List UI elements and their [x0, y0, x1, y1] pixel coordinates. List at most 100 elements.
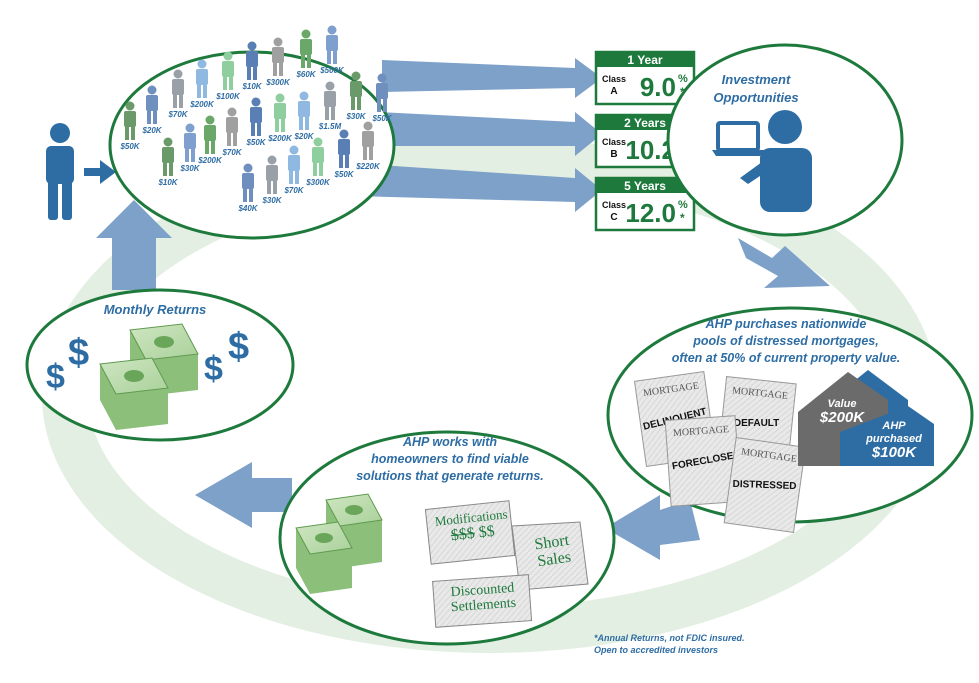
- dollar-sign-4: $: [228, 326, 250, 368]
- investor-figure: $70K: [283, 145, 305, 195]
- investor-figure: $1.5M: [318, 81, 342, 131]
- class-letter: A: [610, 86, 617, 97]
- arrow-to-monthly: [195, 462, 292, 528]
- investor-figure: $300K: [265, 37, 291, 87]
- mod-old: $$$: [450, 524, 476, 545]
- investor-amount: $50K: [333, 170, 354, 179]
- mortgage-header: MORTGAGE: [673, 424, 730, 439]
- arrow-to-works: [605, 495, 700, 560]
- investor-amount: $500K: [319, 66, 345, 75]
- class-letter: C: [610, 212, 617, 223]
- dollar-sign-1: $: [46, 358, 65, 396]
- investor-amount: $50K: [371, 114, 392, 123]
- investor-crowd: $50K$20K$70K$200K$100K$10K$300K$60K$500K…: [119, 25, 393, 213]
- cash-stack-works: [295, 493, 383, 594]
- investor-figure: $70K: [167, 69, 189, 119]
- discounted-note: [432, 574, 533, 628]
- investment-title: Investment Opportunities: [696, 71, 816, 107]
- class-term: 5 Years: [624, 179, 666, 193]
- investor-figure: $30K: [179, 123, 201, 173]
- investor-amount: $70K: [221, 148, 242, 157]
- mod-new: $$: [477, 522, 496, 542]
- works-line2: homeowners to find viable: [371, 452, 529, 466]
- class-rate: 9.0: [640, 72, 676, 102]
- class-rate: 12.0: [625, 198, 676, 228]
- dollar-sign-3: $: [204, 350, 223, 388]
- purchase-line3: often at 50% of current property value.: [671, 351, 901, 365]
- class-letter: B: [610, 149, 617, 160]
- investor-amount: $70K: [283, 186, 304, 195]
- value-amount: $200K: [819, 409, 865, 426]
- arrow-to-class-a: [382, 58, 602, 98]
- purchase-line1: AHP purchases nationwide: [705, 317, 867, 331]
- class-word: Class: [602, 74, 626, 84]
- class-term: 1 Year: [627, 53, 662, 67]
- monthly-title: Monthly Returns: [103, 302, 207, 317]
- investor-amount: $200K: [197, 156, 223, 165]
- footnote-line1: *Annual Returns, not FDIC insured.: [594, 633, 745, 643]
- investment-line1: Investment: [721, 72, 791, 87]
- investor-amount: $60K: [295, 70, 316, 79]
- investor-figure: $100K: [215, 51, 241, 101]
- investor-amount: $200K: [267, 134, 293, 143]
- investor-amount: $40K: [237, 204, 258, 213]
- investor-amount: $220K: [355, 162, 381, 171]
- investor-amount: $30K: [261, 196, 282, 205]
- investor-figure: $50K: [245, 97, 267, 147]
- investor-amount: $20K: [141, 126, 162, 135]
- investor-amount: $10K: [157, 178, 178, 187]
- investor-amount: $30K: [345, 112, 366, 121]
- investor-figure: $200K: [189, 59, 215, 109]
- investor-figure: $10K: [157, 137, 179, 187]
- class-word: Class: [602, 137, 626, 147]
- investor-amount: $50K: [119, 142, 140, 151]
- arrow-to-class-c: [355, 164, 602, 212]
- investor-figure: $60K: [295, 29, 317, 79]
- footnote: *Annual Returns, not FDIC insured. Open …: [594, 632, 745, 656]
- dollar-sign-2: $: [68, 332, 90, 374]
- purchase-line2: pools of distressed mortgages,: [693, 334, 879, 348]
- class-unit: %: [678, 199, 688, 211]
- investor-figure: $50K: [333, 129, 355, 179]
- investor-figure: $50K: [119, 101, 141, 151]
- investor-figure: $200K: [197, 115, 223, 165]
- short-sales-note: [511, 521, 589, 591]
- investor-figure: $50K: [371, 73, 393, 123]
- arrow-to-class-b: [378, 112, 602, 156]
- investor-figure: $300K: [305, 137, 331, 187]
- works-title: AHP works with homeowners to find viable…: [330, 434, 570, 485]
- investor-amount: $20K: [293, 132, 314, 141]
- investor-amount: $1.5M: [318, 122, 342, 131]
- class-asterisk: *: [680, 211, 685, 225]
- investor-amount: $300K: [265, 78, 291, 87]
- investor-amount: $30K: [179, 164, 200, 173]
- mortgage-stamp: DISTRESSED: [732, 479, 796, 492]
- value-label: Value $200K: [812, 397, 872, 425]
- class-term: 2 Years: [624, 116, 666, 130]
- ahp-amount: $100K: [871, 444, 917, 461]
- mortgage-stamp: DEFAULT: [734, 418, 779, 429]
- footnote-line2: Open to accredited investors: [594, 645, 719, 655]
- investor-amount: $200K: [189, 100, 215, 109]
- investor-figure: $220K: [355, 121, 381, 171]
- purchase-title: AHP purchases nationwide pools of distre…: [636, 316, 936, 367]
- investor-figure: $200K: [267, 93, 293, 143]
- value-word: Value: [827, 398, 857, 410]
- works-line3: solutions that generate returns.: [356, 469, 544, 483]
- investor-figure: $70K: [221, 107, 243, 157]
- arrow-to-investors: [96, 200, 172, 290]
- investor-figure: $10K: [241, 41, 263, 91]
- investor-figure: $20K: [293, 91, 315, 141]
- investor-amount: $100K: [215, 92, 241, 101]
- works-line1: AHP works with: [403, 435, 497, 449]
- ahp-purchased-label: AHP purchased $100K: [852, 420, 936, 461]
- mortgage-docs: MORTGAGEDELINQUENTMORTGAGEDEFAULTMORTGAG…: [633, 370, 807, 534]
- investor-figure: $20K: [141, 85, 163, 135]
- investor-amount: $300K: [305, 178, 331, 187]
- arrow-to-purchase: [738, 238, 830, 288]
